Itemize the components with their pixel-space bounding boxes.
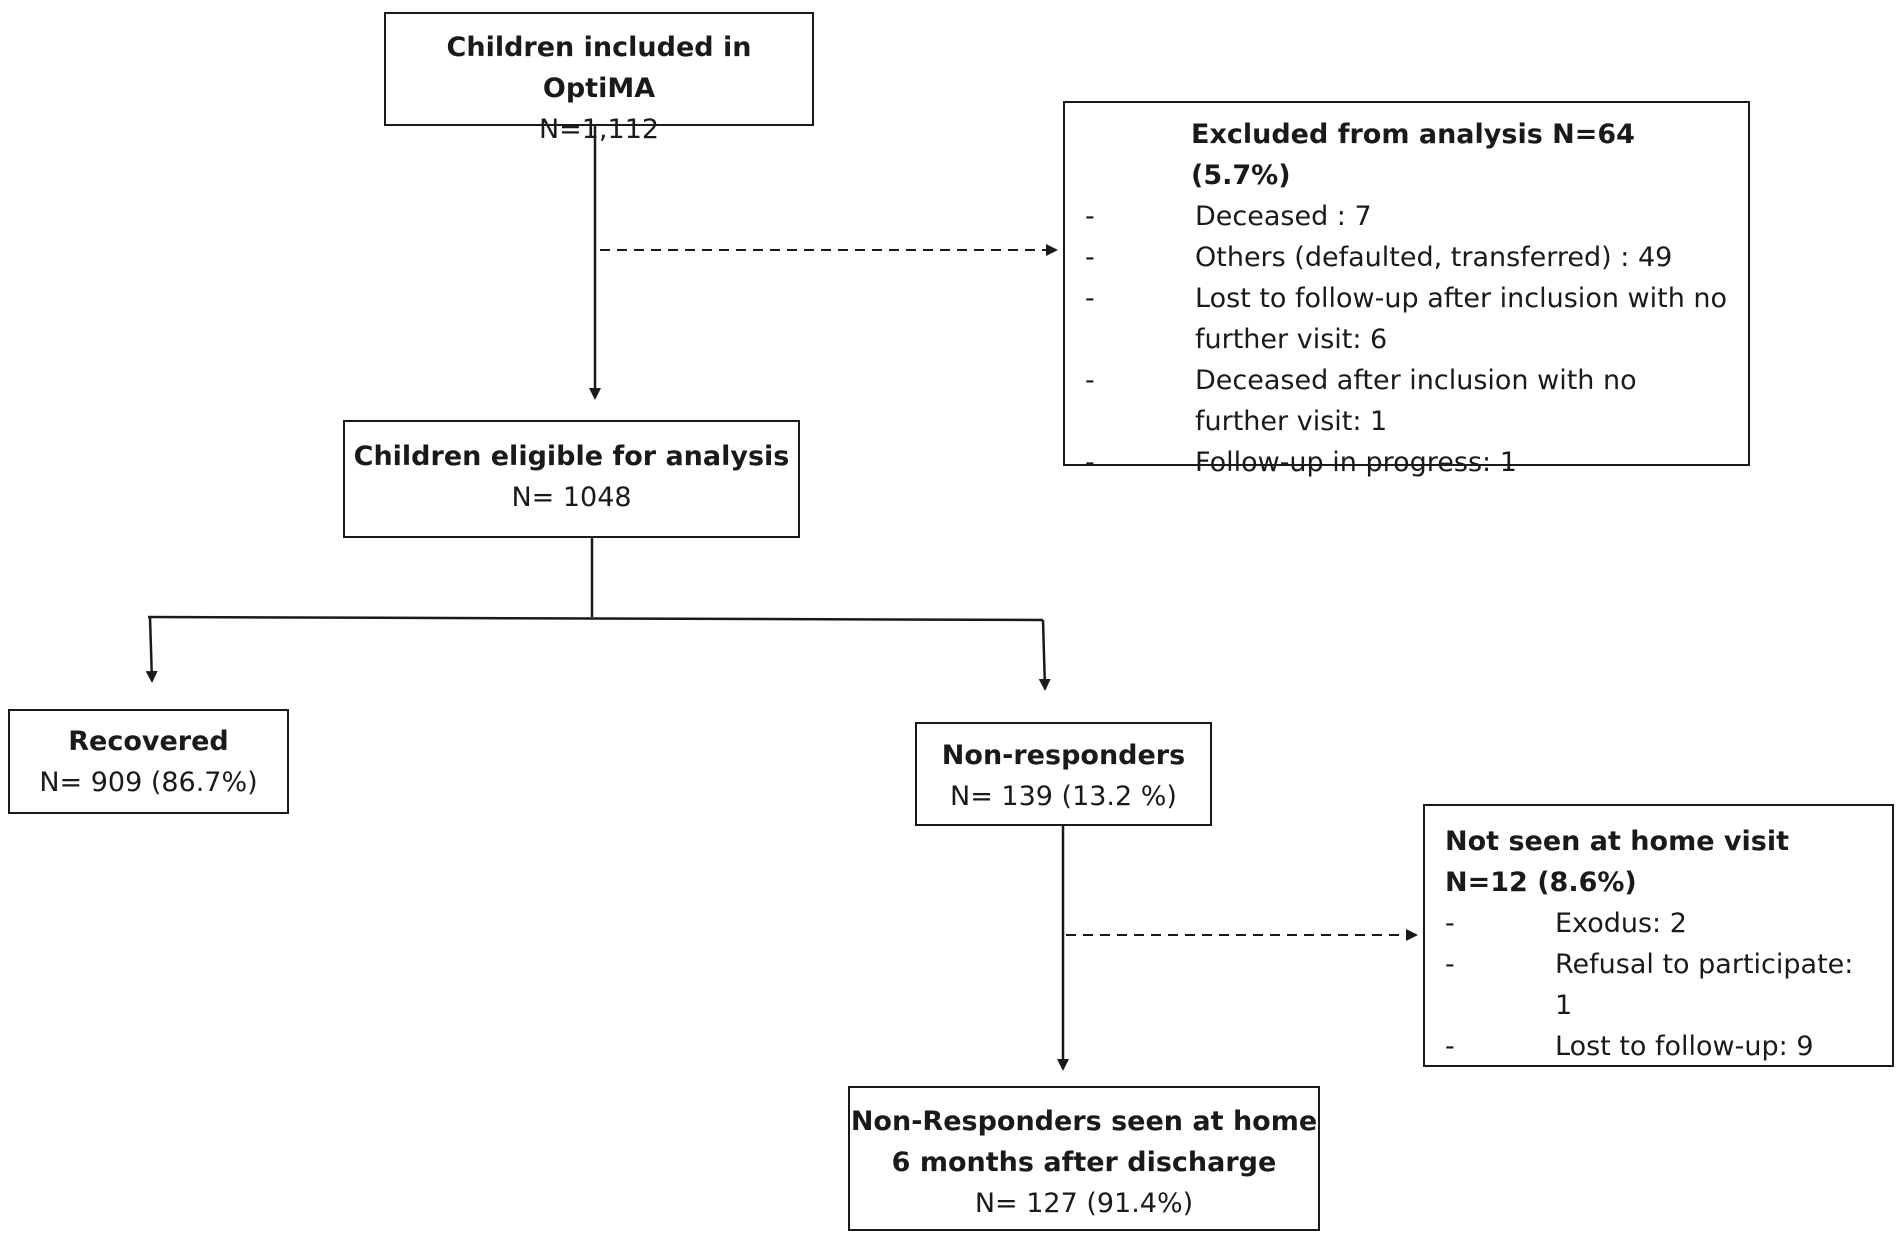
bullet-dash: - [1085,365,1095,396]
excluded-item-text: Deceased after inclusion with no further… [1195,365,1637,437]
split-horizontal-line [147,615,1044,622]
not-seen-item: - Lost to follow-up: 9 [1445,1026,1874,1067]
excluded-item: - Others (defaulted, transferred) : 49 [1085,237,1728,278]
eligible-title: Children eligible for analysis [353,441,790,472]
excluded-item: - Deceased after inclusion with no furth… [1085,360,1728,442]
included-box: Children included in OptiMA N=1,112 [384,12,814,145]
arrow-to-recovered [145,616,158,683]
bullet-dash: - [1085,447,1095,478]
eligible-box: Children eligible for analysis N= 1048 [343,420,800,538]
nonresponders-box: Non-responders N= 139 (13.2 %) [915,722,1212,826]
seen-home-count: N= 127 (91.4%) [974,1188,1194,1219]
excluded-item: - Lost to follow-up after inclusion with… [1085,278,1728,360]
not-seen-box: Not seen at home visit N=12 (8.6%) - Exo… [1423,804,1894,1067]
not-seen-title: Not seen at home visit N=12 (8.6%) [1445,826,1789,898]
excluded-item-text: Deceased : 7 [1195,201,1372,232]
arrow-to-nonresponders [1038,619,1051,691]
bullet-dash: - [1085,283,1095,314]
included-count: N=1,112 [538,114,660,145]
bullet-dash: - [1445,949,1455,980]
nonresponders-count: N= 139 (13.2 %) [950,781,1177,812]
recovered-count: N= 909 (86.7%) [39,767,258,798]
bullet-dash: - [1445,1031,1455,1062]
not-seen-item-text: Lost to follow-up: 9 [1555,1031,1814,1062]
included-title: Children included in OptiMA [446,32,752,104]
bullet-dash: - [1445,908,1455,939]
eligible-count: N= 1048 [511,482,632,513]
excluded-list: - Deceased : 7 - Others (defaulted, tran… [1085,196,1728,483]
recovered-title: Recovered [68,726,229,757]
seen-home-box: Non-Responders seen at home 6 months aft… [848,1086,1320,1231]
excluded-item-text: Lost to follow-up after inclusion with n… [1195,283,1728,355]
not-seen-item-text: Refusal to participate: 1 [1555,949,1854,1021]
seen-home-title-line1: Non-Responders seen at home [850,1106,1318,1137]
excluded-item: - Follow-up in progress: 1 [1085,442,1728,483]
excluded-item-text: Follow-up in progress: 1 [1195,447,1517,478]
excluded-box: Excluded from analysis N=64 (5.7%) - Dec… [1063,101,1750,478]
excluded-item: - Deceased : 7 [1085,196,1728,237]
excluded-title: Excluded from analysis N=64 (5.7%) [1191,119,1635,191]
recovered-box: Recovered N= 909 (86.7%) [8,709,289,814]
bullet-dash: - [1085,242,1095,273]
bullet-dash: - [1085,201,1095,232]
not-seen-item: - Exodus: 2 [1445,903,1874,944]
nonresponders-title: Non-responders [941,740,1186,771]
not-seen-list: - Exodus: 2 - Refusal to participate: 1 … [1445,903,1874,1067]
not-seen-item: - Refusal to participate: 1 [1445,944,1874,1026]
not-seen-item-text: Exodus: 2 [1555,908,1687,939]
excluded-item-text: Others (defaulted, transferred) : 49 [1195,242,1673,273]
seen-home-title-line2: 6 months after discharge [891,1147,1277,1178]
